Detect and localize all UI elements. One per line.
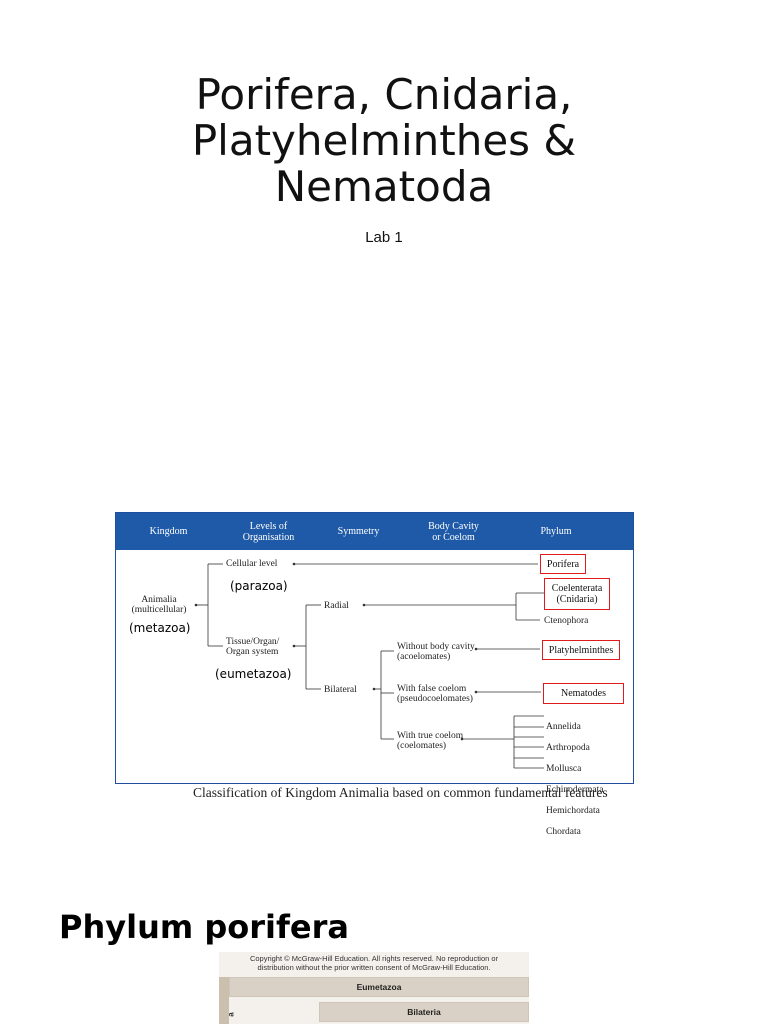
- phylum-ctenophora: Ctenophora: [544, 616, 589, 626]
- header-phylum: Phylum: [540, 526, 572, 537]
- node-true-coelom: With true coelom (coelomates): [397, 731, 464, 751]
- figure-header-bar: Kingdom Levels of Organisation Symmetry …: [116, 513, 633, 550]
- side-label: a: [226, 1012, 236, 1017]
- phylum-hemichordata: Hemichordata: [546, 805, 600, 816]
- header-levels: Levels of Organisation: [242, 520, 295, 543]
- node-animalia: Animalia (multicellular): [131, 595, 187, 615]
- phylum-mollusca: Mollusca: [546, 763, 582, 774]
- annotation-metazoa: (metazoa): [129, 621, 191, 635]
- phylum-porifera-box: Porifera: [540, 554, 586, 574]
- slide-title: Porifera, Cnidaria, Platyhelminthes & Ne…: [0, 72, 768, 210]
- figure-caption: Classification of Kingdom Animalia based…: [193, 785, 608, 800]
- header-body-cavity: Body Cavity or Coelom: [428, 520, 479, 543]
- slide-title-line-3: Nematoda: [274, 162, 494, 211]
- eumetazoa-band: Eumetazoa: [229, 977, 529, 997]
- slide-title-line-2: Platyhelminthes &: [191, 116, 577, 165]
- node-false-coelom: With false coelom (pseudocoelomates): [397, 684, 473, 704]
- annotation-eumetazoa: (eumetazoa): [215, 667, 292, 681]
- figure-side-strip: [219, 977, 229, 1024]
- classification-figure: Kingdom Levels of Organisation Symmetry …: [115, 512, 634, 837]
- node-cellular-level: Cellular level: [226, 559, 278, 569]
- copyright-notice: Copyright © McGraw-Hill Education. All r…: [249, 954, 499, 972]
- node-radial: Radial: [324, 601, 349, 611]
- node-tissue-level: Tissue/Organ/ Organ system: [226, 637, 280, 657]
- classification-connector-lines: [194, 562, 544, 769]
- annotation-parazoa: (parazoa): [230, 579, 288, 593]
- phylum-arthropoda: Arthropoda: [546, 742, 590, 753]
- header-symmetry: Symmetry: [337, 526, 380, 537]
- node-without-cavity: Without body cavity (acoelomates): [397, 642, 475, 662]
- phylum-chordata: Chordata: [546, 826, 581, 837]
- phylum-coelenterata-box: Coelenterata (Cnidaria): [544, 578, 610, 610]
- phylogeny-figure: Copyright © McGraw-Hill Education. All r…: [219, 952, 529, 1024]
- phylum-platyhelminthes-box: Platyhelminthes: [542, 640, 620, 660]
- section-heading: Phylum porifera: [59, 908, 349, 946]
- bilateria-band: Bilateria: [319, 1002, 529, 1022]
- header-kingdom: Kingdom: [149, 526, 188, 537]
- coelomate-phyla-list: Annelida Arthropoda Mollusca Echinoderma…: [546, 711, 604, 848]
- phylum-nematodes-box: Nematodes: [543, 683, 624, 704]
- phylum-echinodermata: Echinodermata: [546, 784, 604, 795]
- node-bilateral: Bilateral: [324, 685, 357, 695]
- slide-title-line-1: Porifera, Cnidaria,: [195, 70, 573, 119]
- slide-subtitle: Lab 1: [365, 229, 403, 246]
- phylum-annelida: Annelida: [546, 721, 581, 732]
